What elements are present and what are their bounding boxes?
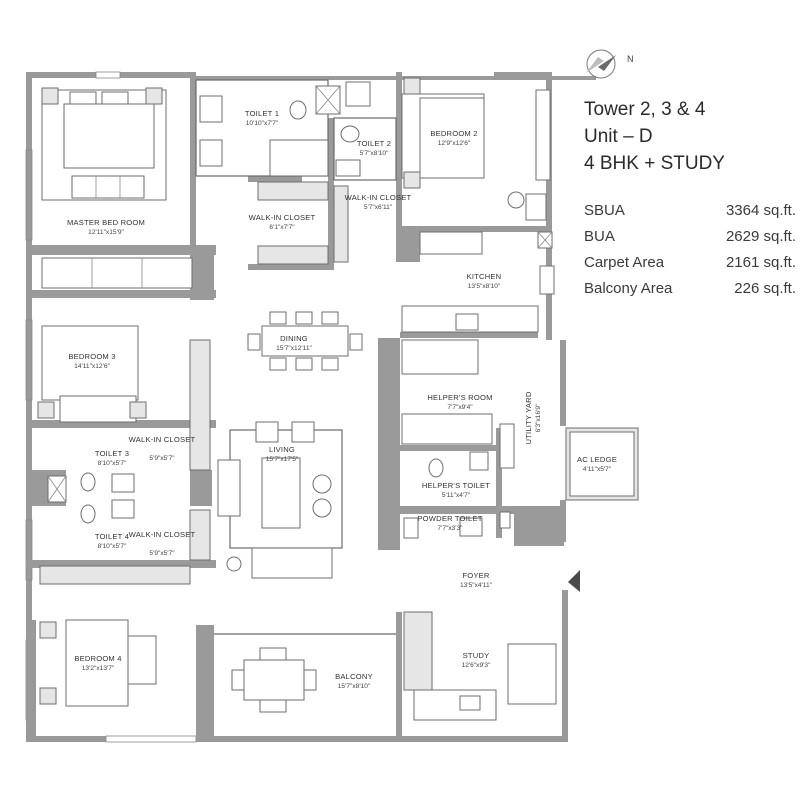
label-bedroom-2: BEDROOM 2 [430, 129, 477, 138]
ac-ledge [565, 427, 639, 501]
unit-title: Unit – D [584, 126, 653, 147]
label-balcony: BALCONY [335, 672, 373, 681]
helpers-room [401, 339, 515, 539]
area-table: SBUA 3364 sq.ft. BUA 2629 sq.ft. Carpet … [584, 198, 796, 302]
label-toilet-2: TOILET 2 [357, 139, 391, 148]
dim-study: 12'6"x9'3" [462, 662, 491, 669]
dim-toilet-3: 8'10"x5'7" [98, 460, 127, 467]
dim-walk-in-3: 5'9"x5'7" [149, 455, 175, 462]
dim-toilet-4: 8'10"x5'7" [98, 543, 127, 550]
label-helpers-room: HELPER'S ROOM [427, 393, 492, 402]
interior-walls [26, 72, 564, 740]
label-ac-ledge: AC LEDGE [577, 455, 617, 464]
area-row-balcony: Balcony Area 226 sq.ft. [584, 276, 796, 302]
label-powder-toilet: POWDER TOILET [417, 514, 482, 523]
compass-north-label: N [627, 54, 634, 64]
area-value: 3364 sq.ft. [725, 202, 796, 219]
area-row-bua: BUA 2629 sq.ft. [584, 224, 796, 250]
label-foyer: FOYER [462, 571, 489, 580]
tower-title: Tower 2, 3 & 4 [584, 99, 706, 120]
living-room [217, 421, 343, 579]
label-study: STUDY [463, 651, 490, 660]
dim-helpers-toilet: 5'11"x4'7" [442, 492, 471, 499]
kitchen [401, 231, 555, 333]
label-utility-yard: UTILITY YARD [524, 391, 533, 444]
area-label: Balcony Area [584, 280, 673, 297]
label-toilet-1: TOILET 1 [245, 109, 279, 118]
label-bedroom-3: BEDROOM 3 [68, 352, 115, 361]
area-row-carpet: Carpet Area 2161 sq.ft. [584, 250, 796, 276]
label-toilet-4: TOILET 4 [95, 532, 129, 541]
dim-living: 15'7"x17'5" [266, 456, 299, 463]
dim-utility-yard: 6'3"x16'9" [535, 403, 542, 432]
label-dining: DINING [280, 334, 308, 343]
dim-ac-ledge: 4'11"x5'7" [583, 466, 612, 473]
label-living: LIVING [269, 445, 295, 454]
label-bedroom-4: BEDROOM 4 [74, 654, 121, 663]
label-kitchen: KITCHEN [467, 272, 502, 281]
toilets-3-4 [39, 472, 211, 585]
area-label: SBUA [584, 202, 625, 219]
dim-toilet-2: 5'7"x8'10" [360, 150, 389, 157]
compass-icon: N [586, 49, 634, 79]
dim-kitchen: 13'5"x8'10" [468, 283, 501, 290]
label-helpers-toilet: HELPER'S TOILET [422, 481, 490, 490]
area-row-sbua: SBUA 3364 sq.ft. [584, 198, 796, 224]
area-label: BUA [584, 228, 615, 245]
dim-foyer: 13'5"x4'11" [460, 582, 493, 589]
walk-in-closets-top [257, 181, 349, 265]
label-master-bed: MASTER BED ROOM [67, 218, 145, 227]
bedroom-2 [401, 77, 551, 221]
dining-table [247, 311, 363, 371]
master-bedroom [41, 87, 193, 289]
bedroom-4 [39, 619, 157, 707]
room-labels: MASTER BED ROOM 12'11"x15'9" TOILET 1 10… [67, 109, 617, 690]
area-label: Carpet Area [584, 254, 665, 271]
label-walk-in-2: WALK-IN CLOSET [345, 193, 412, 202]
toilet-1 [195, 79, 341, 177]
dim-walk-in-2: 5'7"x6'11" [364, 204, 393, 211]
dim-bedroom-3: 14'11"x12'6" [74, 363, 110, 370]
dim-powder-toilet: 7'7"x3'3" [437, 525, 463, 532]
entry [568, 570, 580, 592]
dim-walk-in-4: 5'9"x5'7" [149, 550, 175, 557]
dim-dining: 15'7"x12'11" [276, 345, 312, 352]
bedroom-3 [37, 325, 211, 471]
balcony [214, 633, 396, 713]
dim-walk-in-1: 6'1"x7'7" [269, 224, 295, 231]
area-value: 226 sq.ft. [734, 280, 796, 297]
toilet-2 [333, 81, 397, 181]
unit-title-block: Tower 2, 3 & 4 Unit – D 4 BHK + STUDY [584, 96, 796, 177]
dim-helpers-room: 7'7"x9'4" [447, 404, 473, 411]
area-value: 2629 sq.ft. [725, 228, 796, 245]
dim-bedroom-4: 13'2"x13'7" [82, 665, 115, 672]
dim-balcony: 15'7"x8'10" [338, 683, 371, 690]
study [403, 611, 557, 721]
label-walk-in-1: WALK-IN CLOSET [249, 213, 316, 222]
config-title: 4 BHK + STUDY [584, 153, 725, 174]
label-walk-in-4: WALK-IN CLOSET [129, 530, 196, 539]
dim-bedroom-2: 12'9"x12'6" [438, 140, 471, 147]
dim-toilet-1: 10'10"x7'7" [246, 120, 279, 127]
label-toilet-3: TOILET 3 [95, 449, 129, 458]
area-value: 2161 sq.ft. [725, 254, 796, 271]
label-walk-in-3: WALK-IN CLOSET [129, 435, 196, 444]
dim-master-bed: 12'11"x15'9" [88, 229, 124, 236]
